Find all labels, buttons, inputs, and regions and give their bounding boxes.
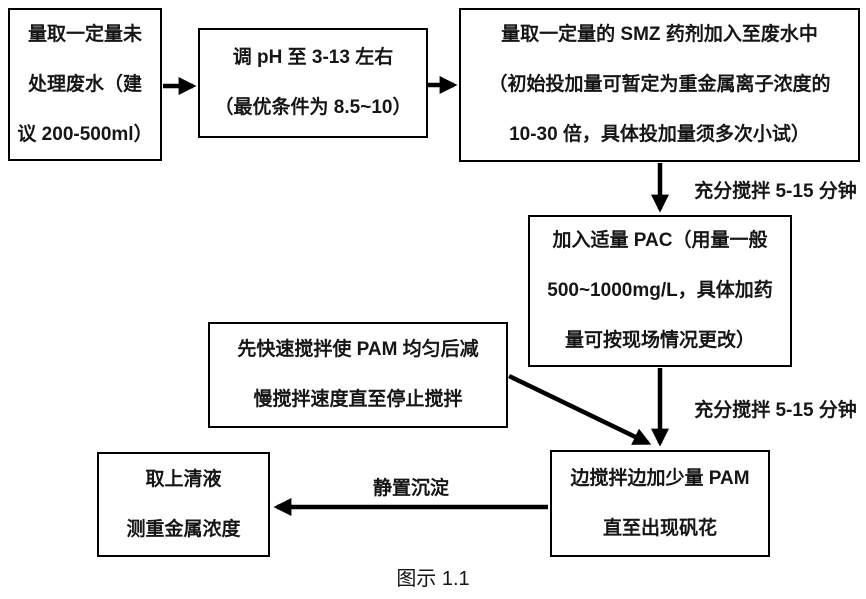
box-text-line: （初始投加量可暂定为重金属离子浓度的 <box>488 74 831 95</box>
flow-box-adjust-ph: 调 pH 至 3-13 左右 （最优条件为 8.5~10） <box>198 28 428 138</box>
box-text-line: 量取一定量的 SMZ 药剂加入至废水中 <box>501 24 818 45</box>
edge-label-settle: 静置沉淀 <box>372 478 449 499</box>
box-text-line: （最优条件为 8.5~10） <box>214 97 412 118</box>
edge-label-stir-after-smz: 充分搅拌 5-15 分钟 <box>694 181 857 202</box>
box-text-line: 先快速搅拌使 PAM 均匀后减 <box>237 339 479 360</box>
box-text-line: 议 200-500ml） <box>17 123 153 145</box>
box-text-line: 边搅拌边加少量 PAM <box>570 467 750 489</box>
box-text-line: 调 pH 至 3-13 左右 <box>232 47 394 68</box>
box-text-line: 500~1000mg/L，具体加药 <box>547 280 773 301</box>
box-text-line: 处理废水（建 <box>27 73 142 95</box>
box-text-line: 量取一定量未 <box>27 23 142 45</box>
flow-box-add-smz: 量取一定量的 SMZ 药剂加入至废水中 （初始投加量可暂定为重金属离子浓度的 1… <box>459 8 860 162</box>
flow-box-add-pac: 加入适量 PAC（用量一般 500~1000mg/L，具体加药 量可按现场情况更… <box>528 215 792 367</box>
flow-box-add-pam: 边搅拌边加少量 PAM 直至出现矾花 <box>550 450 770 557</box>
edge-label-stir-after-pac: 充分搅拌 5-15 分钟 <box>694 400 857 421</box>
box-text-line: 取上清液 <box>145 468 222 490</box>
box-text-line: 慢搅拌速度直至停止搅拌 <box>253 389 463 410</box>
flow-box-take-supernatant: 取上清液 测重金属浓度 <box>97 452 270 557</box>
flow-box-measure-wastewater: 量取一定量未 处理废水（建 议 200-500ml） <box>8 8 162 161</box>
box-text-line: 量可按现场情况更改） <box>564 330 755 351</box>
box-text-line: 10-30 倍，具体投加量须多次小试） <box>509 124 810 145</box>
flow-box-stir-pam: 先快速搅拌使 PAM 均匀后减 慢搅拌速度直至停止搅拌 <box>208 322 508 428</box>
box-text-line: 直至出现矾花 <box>602 517 717 539</box>
box-text-line: 加入适量 PAC（用量一般 <box>552 230 768 251</box>
arrow-stirpam-to-addpam <box>508 373 652 446</box>
figure-caption: 图示 1.1 <box>396 568 470 590</box>
box-text-line: 测重金属浓度 <box>126 518 241 540</box>
